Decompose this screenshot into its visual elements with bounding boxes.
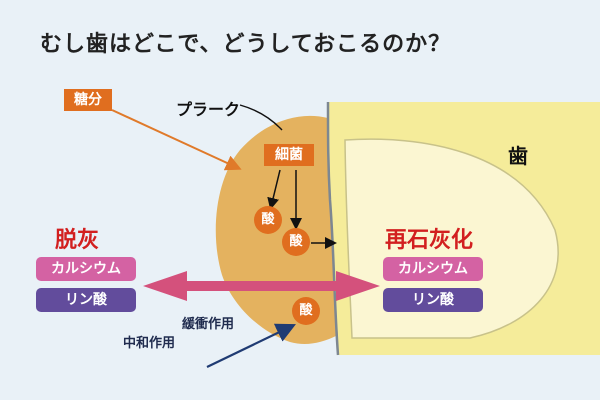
plaque-label: プラーク bbox=[176, 100, 241, 119]
neutralization-label: 中和作用 bbox=[123, 336, 176, 351]
buffering-label: 緩衝作用 bbox=[182, 317, 235, 332]
bacteria-box: 細菌 bbox=[264, 144, 314, 166]
page-title: むし歯はどこで、どうしておこるのか？ bbox=[40, 32, 452, 57]
exchange-double-arrow bbox=[143, 271, 380, 301]
sugar-arrow bbox=[111, 109, 242, 171]
tooth-label: 歯 bbox=[508, 144, 528, 168]
remineralization-label: 再石灰化 bbox=[385, 228, 474, 253]
left-calcium-pill: カルシウム bbox=[36, 257, 136, 281]
plaque-pointer bbox=[239, 104, 283, 131]
acid-circle-2: 酸 bbox=[282, 228, 310, 256]
tooth-surface-line bbox=[326, 101, 340, 356]
right-phosphate-pill: リン酸 bbox=[383, 288, 483, 312]
left-phosphate-pill: リン酸 bbox=[36, 288, 136, 312]
acid-circle-1: 酸 bbox=[254, 206, 282, 234]
bacteria-acid-arrow-1 bbox=[267, 169, 281, 210]
sugar-box: 糖分 bbox=[64, 89, 112, 111]
demineralization-label: 脱灰 bbox=[55, 228, 100, 253]
right-calcium-pill: カルシウム bbox=[383, 257, 483, 281]
neutralization-arrow bbox=[206, 323, 296, 368]
acid-circle-3: 酸 bbox=[292, 297, 320, 325]
